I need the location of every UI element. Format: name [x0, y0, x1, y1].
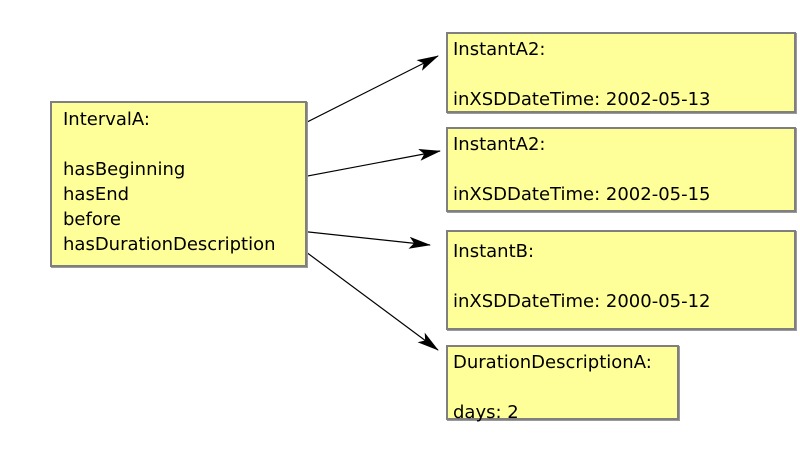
instant-b-spacer — [453, 264, 789, 289]
duration-description-a-node: DurationDescriptionA: days: 2 — [446, 345, 679, 423]
instant-a2-second-datetime: inXSDDateTime: 2002-05-15 — [453, 184, 711, 205]
property-before: before — [63, 209, 121, 230]
instant-a2-first-spacer — [453, 62, 789, 87]
instant-b-title: InstantB: — [453, 241, 535, 262]
instant-a2-second-node: InstantA2: inXSDDateTime: 2002-05-15 — [446, 127, 796, 212]
instant-b-datetime: inXSDDateTime: 2000-05-12 — [453, 291, 711, 312]
duration-description-a-title: DurationDescriptionA: — [453, 352, 652, 373]
interval-a-node: IntervalA: hasBeginning hasEnd before ha… — [50, 101, 307, 267]
property-hasend: hasEnd — [63, 184, 130, 205]
instant-a2-second-spacer — [453, 157, 789, 182]
interval-a-title: IntervalA: — [63, 109, 150, 130]
duration-description-a-spacer — [453, 375, 672, 400]
property-hasdurationdescription: hasDurationDescription — [63, 234, 276, 255]
arrow-hasdurationdescription-to-duration — [301, 248, 439, 351]
instant-b-node: InstantB: inXSDDateTime: 2000-05-12 — [446, 230, 796, 330]
instant-a2-first-datetime: inXSDDateTime: 2002-05-13 — [453, 89, 711, 110]
interval-a-spacer — [63, 132, 300, 157]
instant-a2-first-node: InstantA2: inXSDDateTime: 2002-05-13 — [446, 32, 796, 113]
instant-a2-second-title: InstantA2: — [453, 134, 546, 155]
property-hasbeginning: hasBeginning — [63, 159, 186, 180]
duration-days: days: 2 — [453, 402, 519, 423]
instant-a2-first-title: InstantA2: — [453, 39, 546, 60]
